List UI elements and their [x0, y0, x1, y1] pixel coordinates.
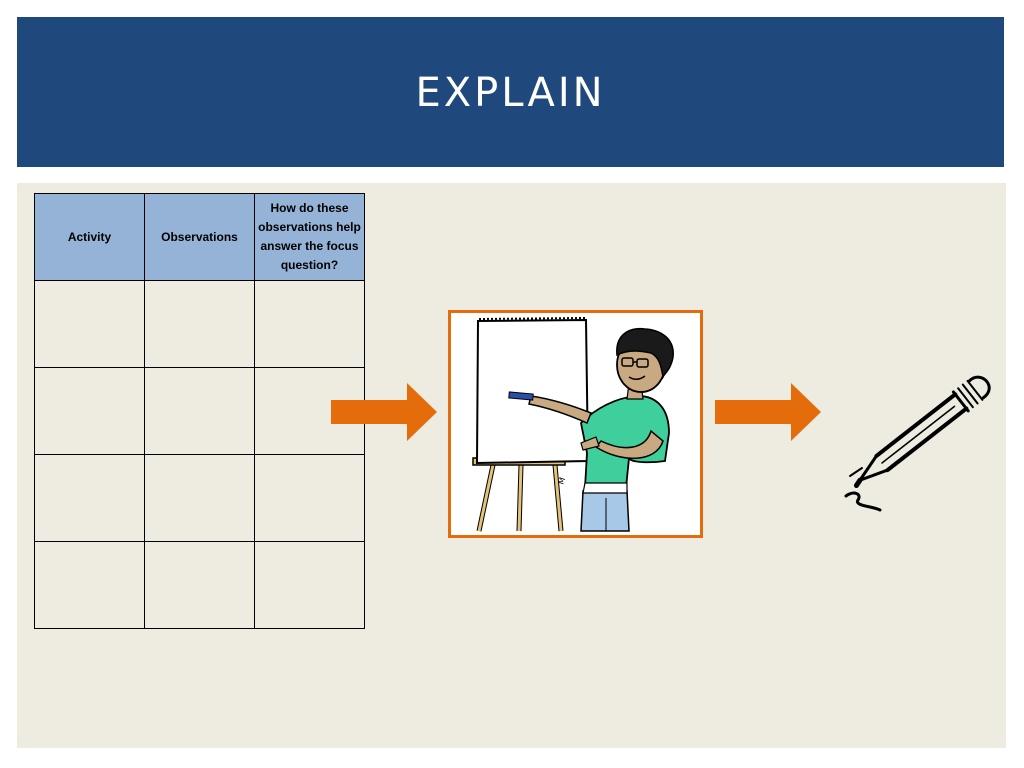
table-cell[interactable]: [34, 454, 145, 542]
table-row: [34, 280, 365, 368]
pencil-icon: [844, 375, 991, 512]
header-focus-question: How do these observations help answer th…: [254, 193, 365, 281]
table-cell[interactable]: [34, 367, 145, 455]
table-cell[interactable]: [34, 280, 145, 368]
table-header-row: Activity Observations How do these obser…: [34, 193, 365, 281]
table-cell[interactable]: [144, 367, 255, 455]
table-cell[interactable]: [144, 280, 255, 368]
table-row: [34, 541, 365, 629]
table-row: [34, 367, 365, 455]
header-activity: Activity: [34, 193, 145, 281]
header-observations: Observations: [144, 193, 255, 281]
slide-title: EXPLAIN: [415, 70, 606, 116]
table-cell[interactable]: [144, 454, 255, 542]
table-cell[interactable]: [254, 541, 365, 629]
right-arrow-icon: [715, 383, 821, 441]
presenter-illustration: M: [448, 310, 703, 538]
right-arrow-icon: [331, 383, 437, 441]
table-cell[interactable]: [144, 541, 255, 629]
table-cell[interactable]: [254, 280, 365, 368]
presenter-drawing: M: [472, 317, 674, 532]
table-cell[interactable]: [254, 454, 365, 542]
observation-table: Activity Observations How do these obser…: [34, 193, 365, 629]
table-cell[interactable]: [34, 541, 145, 629]
title-bar: EXPLAIN: [17, 17, 1004, 167]
table-row: [34, 454, 365, 542]
content-area: Activity Observations How do these obser…: [17, 183, 1006, 748]
svg-text:M: M: [556, 476, 567, 486]
